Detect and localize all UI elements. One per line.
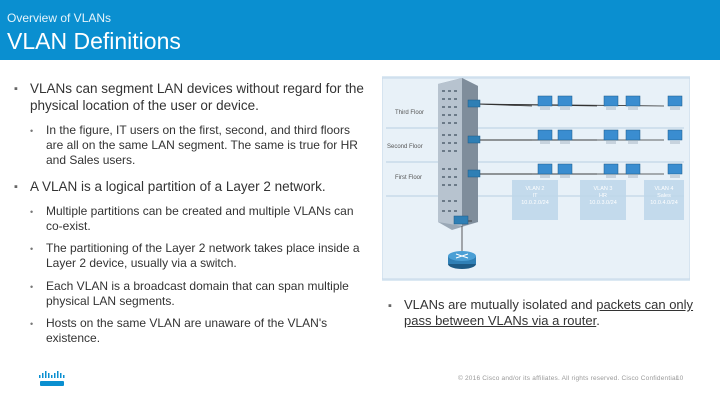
bullet-1-sub-text: In the figure, IT users on the first, se… bbox=[46, 123, 358, 167]
vlan-3-subnet: 10.0.3.0/24 bbox=[589, 200, 617, 206]
vlan-4-subnet: 10.0.4.0/24 bbox=[650, 200, 678, 206]
isolation-text-suffix: . bbox=[596, 313, 600, 328]
bullet-marker: ▪ bbox=[388, 300, 392, 312]
router-link-text: packets can only pass between VLANs via … bbox=[404, 297, 694, 328]
pc-icon bbox=[537, 95, 683, 175]
isolation-text-prefix: VLANs are mutually isolated and bbox=[404, 297, 597, 312]
page-number: 10 bbox=[676, 375, 684, 382]
cisco-logo-icon bbox=[39, 371, 65, 386]
floor-label-third: Third Floor bbox=[395, 110, 424, 116]
bullet-2-text: A VLAN is a logical partition of a Layer… bbox=[30, 179, 326, 194]
vlan-box-2 bbox=[512, 180, 558, 220]
vlan-figure: Third Floor Second Floor First Floor VLA… bbox=[382, 76, 690, 281]
vlan-2-name: VLAN 2 bbox=[526, 186, 545, 192]
sub-bullet-marker: • bbox=[30, 126, 34, 136]
bullet-2-sub-2: • The partitioning of the Layer 2 networ… bbox=[30, 241, 360, 271]
bullet-2-sub-3: • Each VLAN is a broadcast domain that c… bbox=[30, 279, 360, 309]
bullet-marker: ▪ bbox=[14, 181, 18, 193]
bullet-1-text: VLANs can segment LAN devices without re… bbox=[30, 81, 364, 113]
vlan-3-name: VLAN 3 bbox=[594, 186, 613, 192]
switch-icon bbox=[453, 99, 481, 225]
slide-title: VLAN Definitions bbox=[7, 28, 181, 54]
sub-bullet-marker: • bbox=[30, 282, 34, 292]
vlan-box-3 bbox=[580, 180, 626, 220]
isolation-bullet-text: VLANs are mutually isolated and packets … bbox=[388, 297, 698, 329]
sub-bullet-marker: • bbox=[30, 319, 34, 329]
header-bar: Overview of VLANs VLAN Definitions bbox=[0, 0, 720, 60]
bullet-1: ▪ VLANs can segment LAN devices without … bbox=[14, 80, 364, 114]
vlan-4-name: VLAN 4 bbox=[655, 186, 674, 192]
building-icon bbox=[438, 78, 478, 230]
bullet-2-sub-4: • Hosts on the same VLAN are unaware of … bbox=[30, 316, 360, 346]
bullet-2-sub-4-text: Hosts on the same VLAN are unaware of th… bbox=[46, 316, 328, 345]
floor-label-first: First Floor bbox=[395, 175, 422, 181]
vlan-2-dept: IT bbox=[533, 193, 539, 199]
sub-bullet-marker: • bbox=[30, 207, 34, 217]
bullet-2: ▪ A VLAN is a logical partition of a Lay… bbox=[14, 178, 364, 195]
floor-label-second: Second Floor bbox=[387, 144, 423, 150]
bullet-marker: ▪ bbox=[14, 83, 18, 95]
bullet-2-sub-3-text: Each VLAN is a broadcast domain that can… bbox=[46, 279, 349, 308]
vlan-4-dept: Sales bbox=[657, 193, 671, 199]
bullet-1-sub: • In the figure, IT users on the first, … bbox=[30, 123, 360, 168]
vlan-2-subnet: 10.0.2.0/24 bbox=[521, 200, 549, 206]
section-subtitle: Overview of VLANs bbox=[7, 11, 112, 25]
router-icon bbox=[448, 251, 476, 269]
bullet-2-sub-2-text: The partitioning of the Layer 2 network … bbox=[46, 241, 360, 270]
isolation-bullet: ▪ VLANs are mutually isolated and packet… bbox=[388, 297, 698, 329]
sub-bullet-marker: • bbox=[30, 244, 34, 254]
bullet-2-sub-1: • Multiple partitions can be created and… bbox=[30, 204, 360, 234]
copyright-text: © 2016 Cisco and/or its affiliates. All … bbox=[458, 375, 678, 382]
vlan-box-4 bbox=[644, 180, 684, 220]
bullet-2-sub-1-text: Multiple partitions can be created and m… bbox=[46, 204, 354, 233]
vlan-3-dept: HR bbox=[599, 193, 607, 199]
